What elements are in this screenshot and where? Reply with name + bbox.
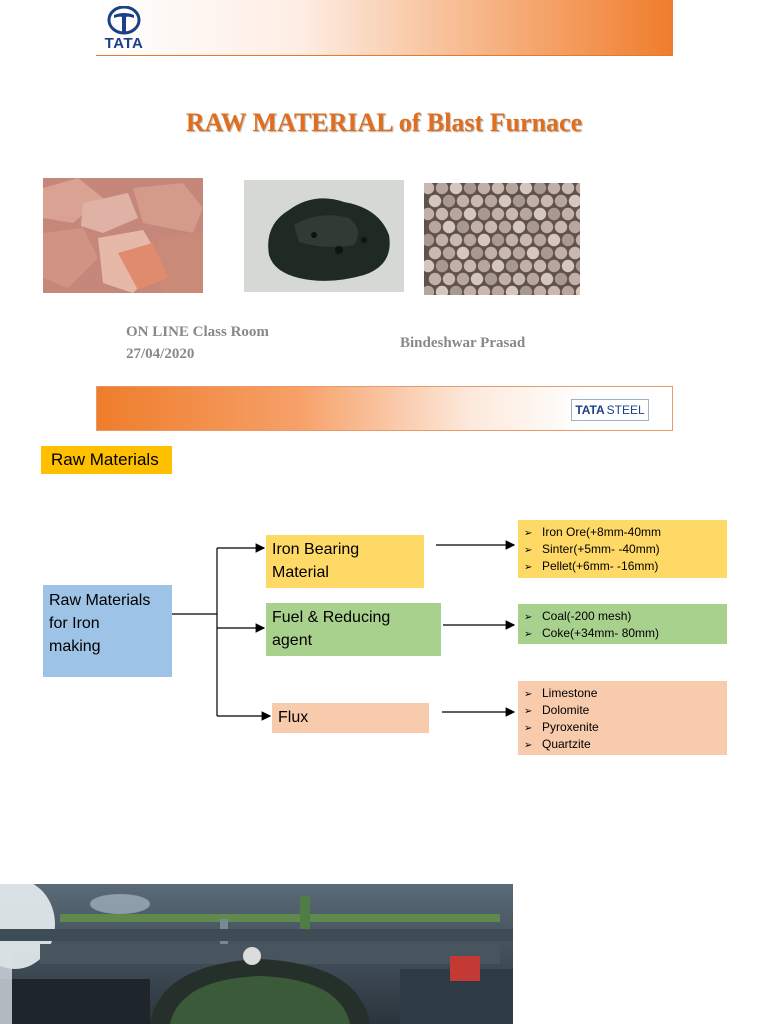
list-item: ➢Iron Ore(+8mm-40mm (524, 524, 721, 541)
iron-bearing-items-list: ➢Iron Ore(+8mm-40mm ➢Sinter(+5mm- -40mm)… (518, 520, 727, 578)
iron-ore-photo (43, 178, 203, 293)
class-info: ON LINE Class Room 27/04/2020 (126, 321, 269, 365)
arrow-bullet-icon: ➢ (524, 723, 533, 734)
class-room-label: ON LINE Class Room (126, 324, 269, 340)
list-item: ➢Quartzite (524, 736, 721, 753)
arrow-bullet-icon: ➢ (524, 706, 533, 717)
root-box-raw-materials: Raw Materials for Iron making (43, 585, 172, 677)
root-line: Raw Materials (49, 592, 151, 609)
list-item: ➢Limestone (524, 685, 721, 702)
tata-steel-logo: TATA STEEL (571, 399, 649, 421)
section-label: Raw Materials (41, 446, 172, 474)
page-title: RAW MATERIAL of Blast Furnace (185, 108, 583, 137)
class-date: 27/04/2020 (126, 346, 195, 362)
branch-flux: Flux (272, 703, 429, 733)
fuel-items-list: ➢Coal(-200 mesh) ➢Coke(+34mm- 80mm) (518, 604, 727, 644)
arrow-bullet-icon: ➢ (524, 545, 533, 556)
tata-emblem-icon (107, 5, 141, 35)
branch-label-line: agent (272, 632, 313, 649)
top-banner (96, 0, 673, 56)
branch-label-line: Fuel & Reducing (272, 609, 391, 626)
list-item: ➢Sinter(+5mm- -40mm) (524, 541, 721, 558)
branch-label-line: Iron Bearing (272, 541, 360, 558)
arrow-bullet-icon: ➢ (524, 629, 533, 640)
branch-fuel-reducing-agent: Fuel & Reducing agent (266, 603, 441, 656)
arrow-bullet-icon: ➢ (524, 689, 533, 700)
arrow-bullet-icon: ➢ (524, 740, 533, 751)
list-item: ➢Dolomite (524, 702, 721, 719)
list-item: ➢Pellet(+6mm- -16mm) (524, 558, 721, 575)
root-line: for Iron (49, 615, 100, 632)
branch-label-line: Flux (278, 709, 309, 726)
tata-steel-brand: TATA (575, 403, 605, 417)
tata-steel-word: STEEL (606, 403, 645, 417)
arrow-bullet-icon: ➢ (524, 612, 533, 623)
author-name: Bindeshwar Prasad (400, 335, 526, 351)
arrow-bullet-icon: ➢ (524, 528, 533, 539)
flux-items-list: ➢Limestone ➢Dolomite ➢Pyroxenite ➢Quartz… (518, 681, 727, 755)
blast-furnace-photo (0, 884, 513, 1024)
list-item: ➢Coke(+34mm- 80mm) (524, 625, 721, 642)
list-item: ➢Pyroxenite (524, 719, 721, 736)
tata-logo: TATA (100, 5, 148, 52)
root-line: making (49, 638, 101, 655)
coke-photo (244, 180, 404, 292)
tata-logo-text: TATA (104, 35, 144, 52)
pellet-photo (424, 183, 580, 295)
list-item: ➢Coal(-200 mesh) (524, 608, 721, 625)
branch-iron-bearing-material: Iron Bearing Material (266, 535, 424, 588)
arrow-bullet-icon: ➢ (524, 562, 533, 573)
branch-label-line: Material (272, 564, 329, 581)
